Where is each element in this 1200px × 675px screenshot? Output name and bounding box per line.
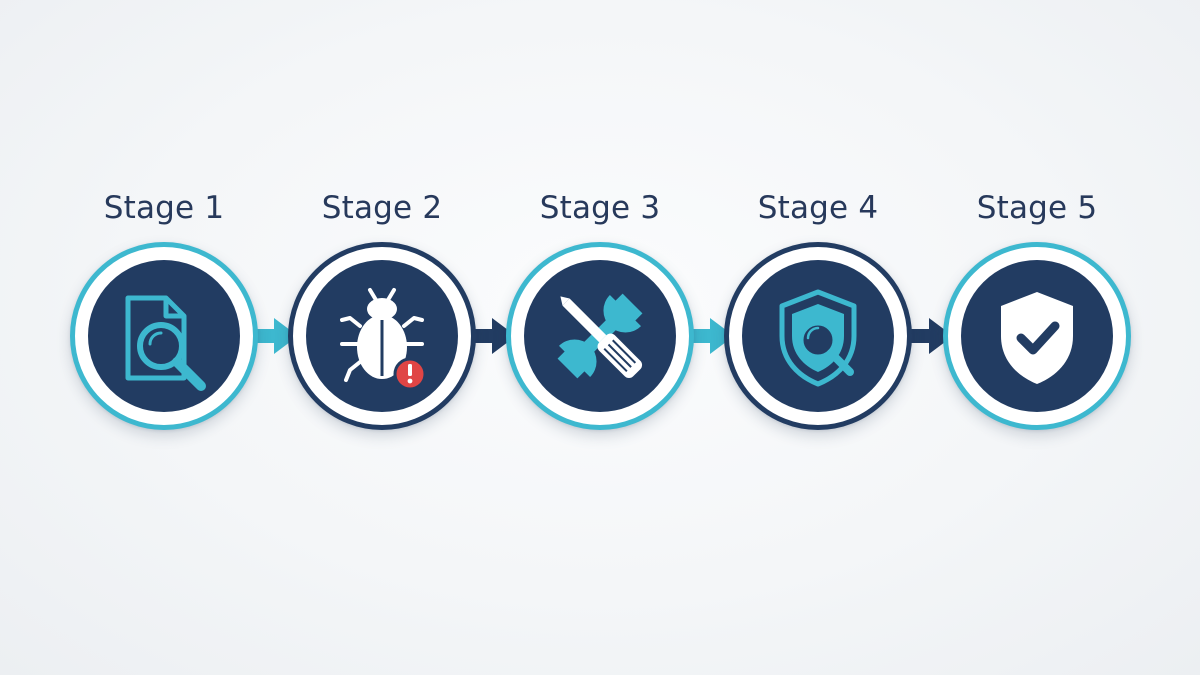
- arrow-connector-1-2: [240, 318, 298, 354]
- stage-1-disc: [88, 260, 240, 412]
- stage-1-label: Stage 1: [103, 190, 225, 226]
- document-search-icon: [125, 295, 206, 391]
- shield-check-icon: [1001, 292, 1073, 384]
- arrow-connector-2-3: [458, 318, 516, 354]
- stage-3-node: [506, 242, 694, 430]
- stage-5-label: Stage 5: [976, 190, 1098, 226]
- arrow-connector-3-4: [676, 318, 734, 354]
- stage-1-node: [70, 242, 258, 430]
- stage-5-disc: [961, 260, 1113, 412]
- arrow-connector-4-5: [895, 318, 953, 354]
- shield-search-icon: [779, 289, 857, 387]
- stage-4-label: Stage 4: [757, 190, 879, 226]
- stage-3-label: Stage 3: [539, 190, 661, 226]
- stage-4-disc: [742, 260, 894, 412]
- bug-alert-icon: [340, 288, 427, 391]
- wrench-screwdriver-icon: [557, 293, 643, 379]
- stage-2-node: [288, 242, 476, 430]
- stage-4-node: [724, 242, 912, 430]
- stage-5-node: [943, 242, 1131, 430]
- stage-2-disc: [306, 260, 458, 412]
- stage-2-label: Stage 2: [321, 190, 443, 226]
- stage-3-disc: [524, 260, 676, 412]
